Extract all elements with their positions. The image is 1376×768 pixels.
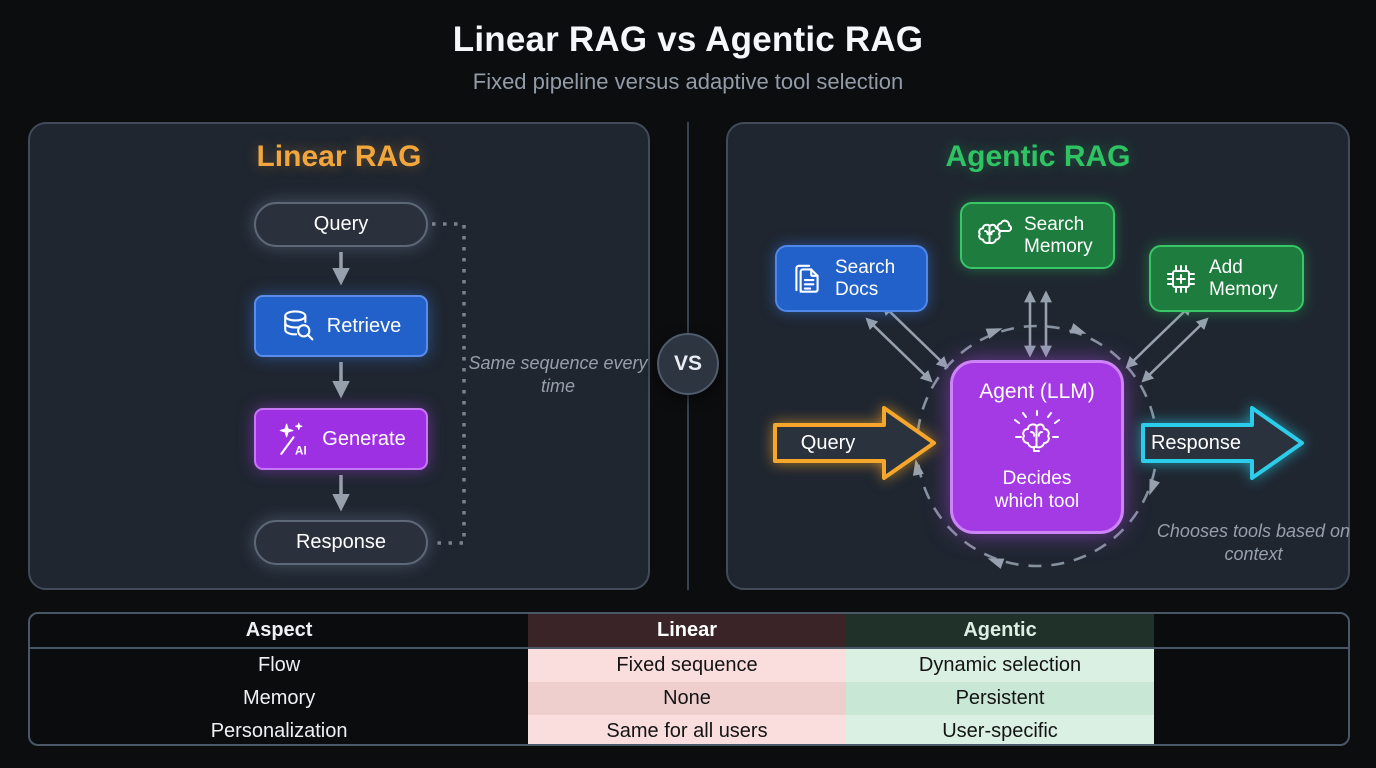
agentic-query-label: Query (800, 431, 856, 454)
linear-rag-panel: Linear RAG Query (28, 122, 650, 590)
database-search-icon (281, 308, 317, 344)
col-header-agentic: Agentic (845, 614, 1155, 647)
agentic-response-label: Response (1150, 431, 1242, 454)
same-sequence-note: Same sequence every time (468, 353, 648, 396)
linear-retrieve-label: Retrieve (326, 314, 402, 337)
agentic-rag-heading: Agentic RAG (945, 140, 1131, 173)
table-row: Flow Fixed sequence Dynamic selection (30, 649, 1348, 682)
brain-rays-icon (1008, 410, 1066, 462)
table-row: Memory None Persistent (30, 682, 1348, 715)
page-title: Linear RAG vs Agentic RAG (452, 20, 924, 59)
linear-generate-node: AI Generate (254, 408, 428, 470)
search-memory-label: Search Memory (1024, 213, 1093, 257)
agentic-rag-panel: Agentic RAG (726, 122, 1350, 590)
row-flow-linear: Fixed sequence (528, 649, 846, 682)
chooses-tools-note: Chooses tools based on context (1156, 521, 1351, 564)
col-header-aspect: Aspect (245, 619, 313, 641)
table-header-row: Aspect Linear Agentic (30, 614, 1348, 649)
brain-cloud-icon (974, 218, 1014, 254)
linear-rag-heading: Linear RAG (256, 140, 422, 173)
comparison-table: Aspect Linear Agentic Flow Fixed sequenc… (28, 612, 1350, 746)
linear-response-node: Response (254, 520, 428, 565)
row-flow-agentic: Dynamic selection (845, 649, 1155, 682)
agentic-response-arrow: Response (1140, 405, 1305, 481)
add-memory-label: Add Memory (1209, 256, 1278, 300)
page-subtitle: Fixed pipeline versus adaptive tool sele… (472, 69, 904, 94)
linear-generate-label: Generate (322, 427, 406, 450)
row-memory-aspect: Memory (242, 687, 316, 709)
same-sequence-dotted-loop (432, 222, 466, 545)
col-header-linear: Linear (528, 614, 846, 647)
table-row: Personalization Same for all users User-… (30, 715, 1348, 744)
row-memory-linear: None (528, 682, 846, 715)
search-memory-tool: Search Memory (960, 202, 1115, 269)
row-personalization-agentic: User-specific (845, 715, 1155, 744)
chip-plus-icon (1163, 261, 1199, 297)
search-docs-tool: Search Docs (775, 245, 928, 312)
linear-retrieve-node: Retrieve (254, 295, 428, 357)
row-personalization-aspect: Personalization (210, 720, 348, 742)
row-memory-agentic: Persistent (845, 682, 1155, 715)
col-header-filler (1154, 614, 1348, 647)
linear-response-label: Response (295, 531, 387, 553)
agent-llm-subtitle: Decides which tool (994, 468, 1080, 512)
agent-llm-title: Agent (LLM) (979, 380, 1095, 404)
svg-text:AI: AI (295, 444, 307, 457)
linear-query-label: Query (313, 213, 369, 235)
vs-badge: VS (657, 333, 719, 395)
documents-icon (789, 261, 825, 297)
add-memory-tool: Add Memory (1149, 245, 1304, 312)
row-personalization-linear: Same for all users (528, 715, 846, 744)
row-flow-aspect: Flow (257, 654, 301, 676)
agent-llm-node: Agent (LLM) Decides which tool (950, 360, 1124, 534)
linear-query-node: Query (254, 202, 428, 247)
agentic-query-arrow: Query (772, 405, 937, 481)
search-docs-label: Search Docs (835, 256, 896, 300)
sparkles-ai-icon: AI (276, 421, 312, 457)
